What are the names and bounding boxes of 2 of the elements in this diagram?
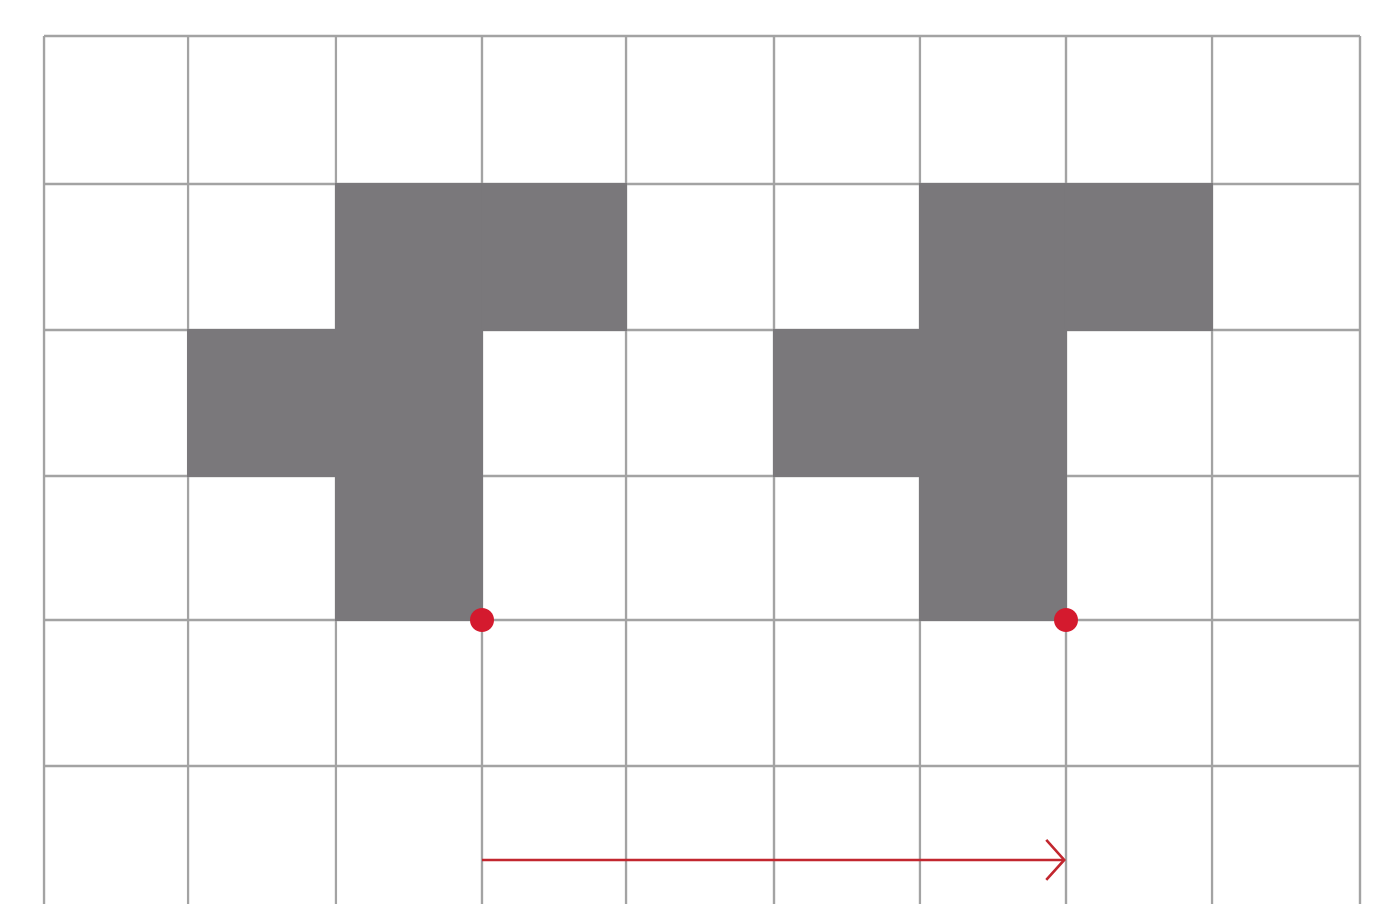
pentomino-shape [773,183,1213,621]
pentomino-shape [187,183,627,621]
